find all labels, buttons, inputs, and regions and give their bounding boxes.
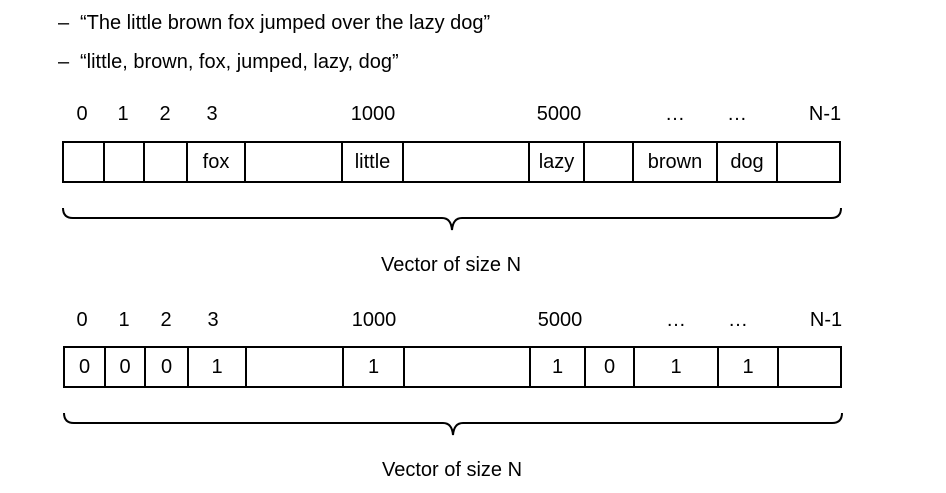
vector-cell [245, 348, 342, 386]
vector-cell: 1 [342, 348, 403, 386]
vector-cell [776, 143, 841, 181]
vector-cell [143, 143, 186, 181]
vector-cell: dog [716, 143, 776, 181]
vector-cell: lazy [528, 143, 583, 181]
index-label: 0 [76, 103, 88, 125]
index-label: 0 [76, 309, 88, 331]
word-list-bullet: –“little, brown, fox, jumped, lazy, dog” [58, 51, 399, 74]
vector-cell: 1 [717, 348, 777, 386]
index-label: 2 [159, 103, 171, 125]
index-label: … [727, 103, 747, 125]
index-label: N-1 [809, 309, 843, 331]
index-label: 3 [207, 309, 219, 331]
vector-cell: 1 [633, 348, 717, 386]
curly-brace-icon [63, 412, 843, 436]
index-label: 1 [117, 103, 129, 125]
vector-cell: little [341, 143, 402, 181]
index-label: 5000 [536, 103, 582, 125]
index-label: N-1 [808, 103, 842, 125]
bullet-dash: – [58, 12, 70, 34]
vector-cell [402, 143, 528, 181]
word-vector: fox little lazy brown dog [62, 141, 841, 183]
vector-cell: 1 [187, 348, 245, 386]
vector-cell [403, 348, 529, 386]
index-label: 3 [206, 103, 218, 125]
vector-cell: brown [632, 143, 716, 181]
index-label: 1000 [351, 309, 397, 331]
bullet-dash: – [58, 51, 70, 73]
vector-cell [583, 143, 632, 181]
vector-caption: Vector of size N [380, 254, 522, 276]
vector-cell [777, 348, 842, 386]
vector-cell: 0 [104, 348, 144, 386]
vector-cell [103, 143, 143, 181]
vector-cell: 0 [63, 348, 104, 386]
index-label: 2 [160, 309, 172, 331]
index-label: … [728, 309, 748, 331]
sentence-bullet: –“The little brown fox jumped over the l… [58, 12, 490, 35]
vector-cell: 1 [529, 348, 584, 386]
vector-caption: Vector of size N [381, 459, 523, 481]
index-label: … [666, 309, 686, 331]
vector-cell [244, 143, 341, 181]
curly-brace-icon [62, 207, 842, 231]
binary-vector: 0 0 0 1 1 1 0 1 1 [63, 346, 842, 388]
vector-cell: 0 [584, 348, 633, 386]
sentence-text: “The little brown fox jumped over the la… [80, 12, 491, 34]
vector-cell: fox [186, 143, 244, 181]
index-label: … [665, 103, 685, 125]
index-label: 5000 [537, 309, 583, 331]
index-label: 1 [118, 309, 130, 331]
word-list-text: “little, brown, fox, jumped, lazy, dog” [80, 51, 399, 73]
vector-cell: 0 [144, 348, 187, 386]
vector-cell [62, 143, 103, 181]
index-label: 1000 [350, 103, 396, 125]
